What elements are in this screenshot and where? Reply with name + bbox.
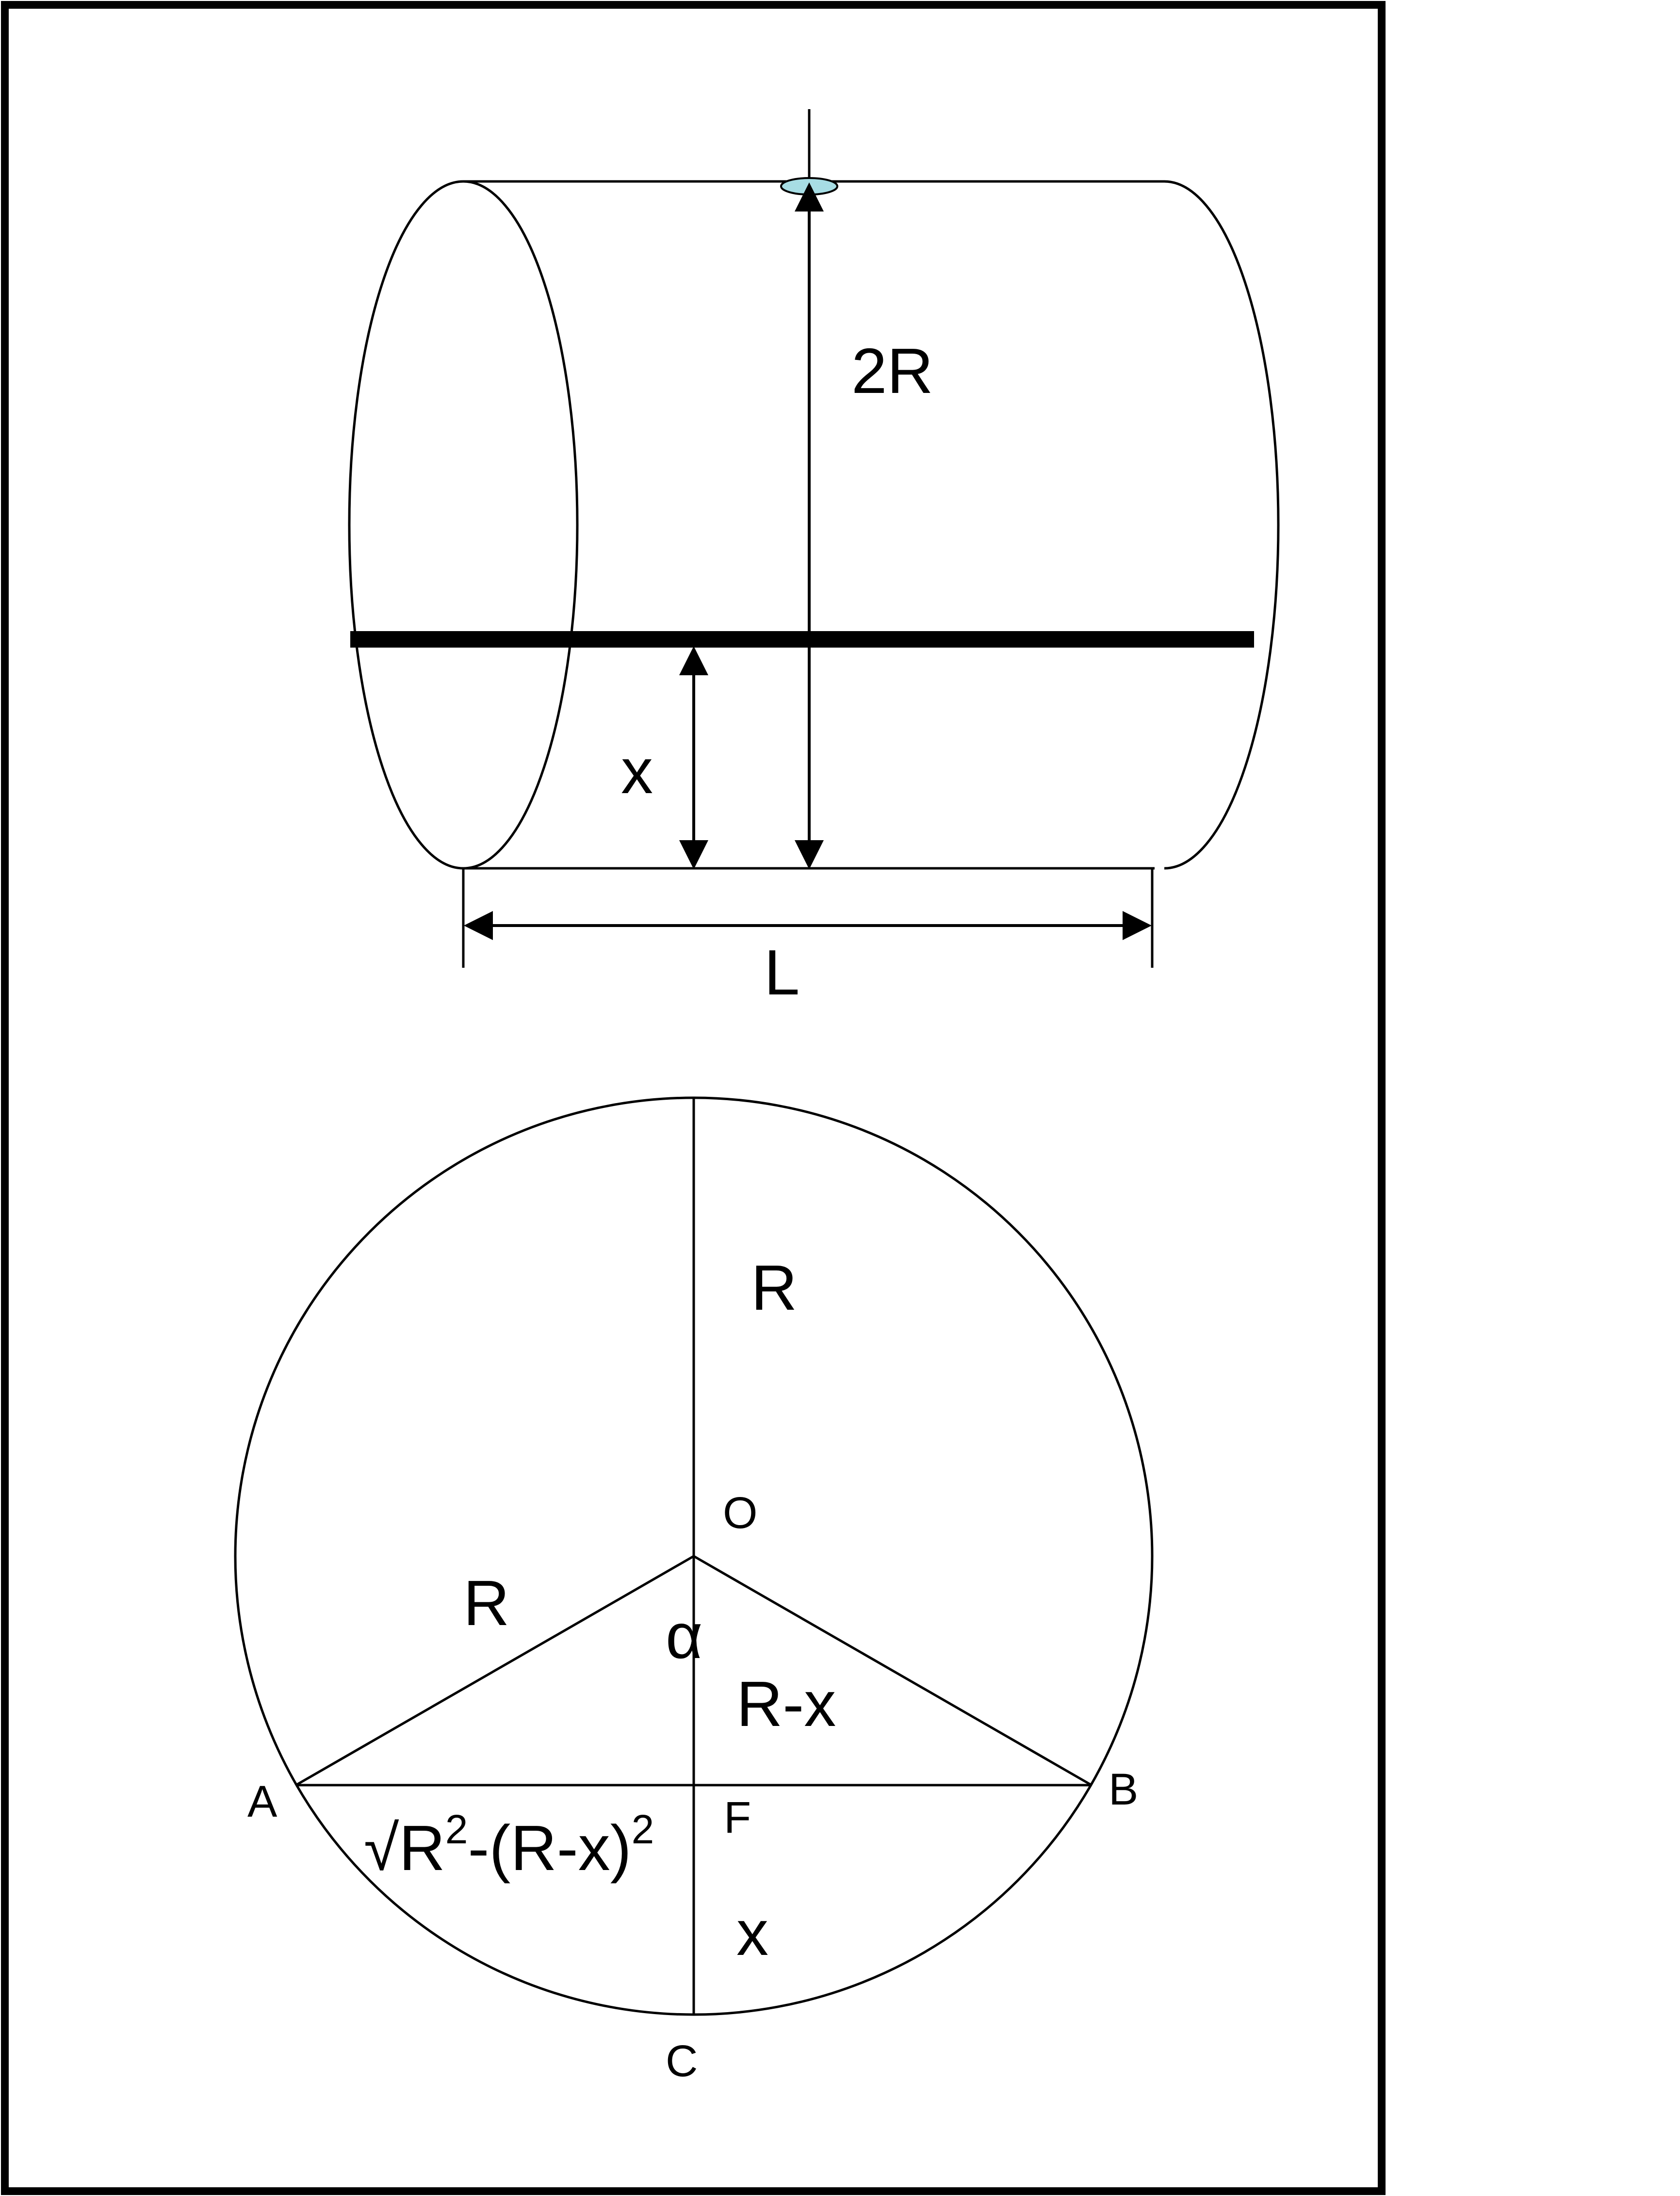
point-a-label: A — [247, 1777, 277, 1826]
formula-r: R — [399, 1812, 445, 1884]
point-f-label: F — [724, 1793, 751, 1842]
cylinder-side-view — [348, 180, 1280, 870]
outer-frame — [1, 1, 1386, 2195]
height-x-label: x — [621, 735, 653, 807]
formula-exp2: 2 — [632, 1806, 654, 1852]
cross-section — [234, 1096, 1154, 2016]
angle-label: α — [666, 1600, 702, 1672]
radius-top-label: R — [751, 1252, 797, 1323]
point-b-label: B — [1109, 1765, 1138, 1814]
segment-x-label: x — [736, 1897, 768, 1968]
radius-left-label: R — [463, 1567, 509, 1639]
point-c-label: C — [666, 2036, 698, 2086]
cylinder-front-end — [348, 180, 579, 870]
length-label: L — [764, 937, 799, 1008]
formula-mid: -(R-x) — [468, 1812, 632, 1884]
formula-sqrt: √ — [364, 1812, 399, 1884]
formula-exp1: 2 — [445, 1806, 468, 1852]
radius-oa — [295, 1555, 695, 1787]
r-minus-x-label: R-x — [736, 1668, 836, 1740]
cylinder-back-end — [1164, 180, 1280, 870]
half-chord-formula: √R2-(R-x)2 — [364, 1806, 654, 1884]
diameter-label: 2R — [851, 335, 933, 407]
radius-ob — [693, 1555, 1093, 1787]
center-label: O — [723, 1488, 758, 1538]
